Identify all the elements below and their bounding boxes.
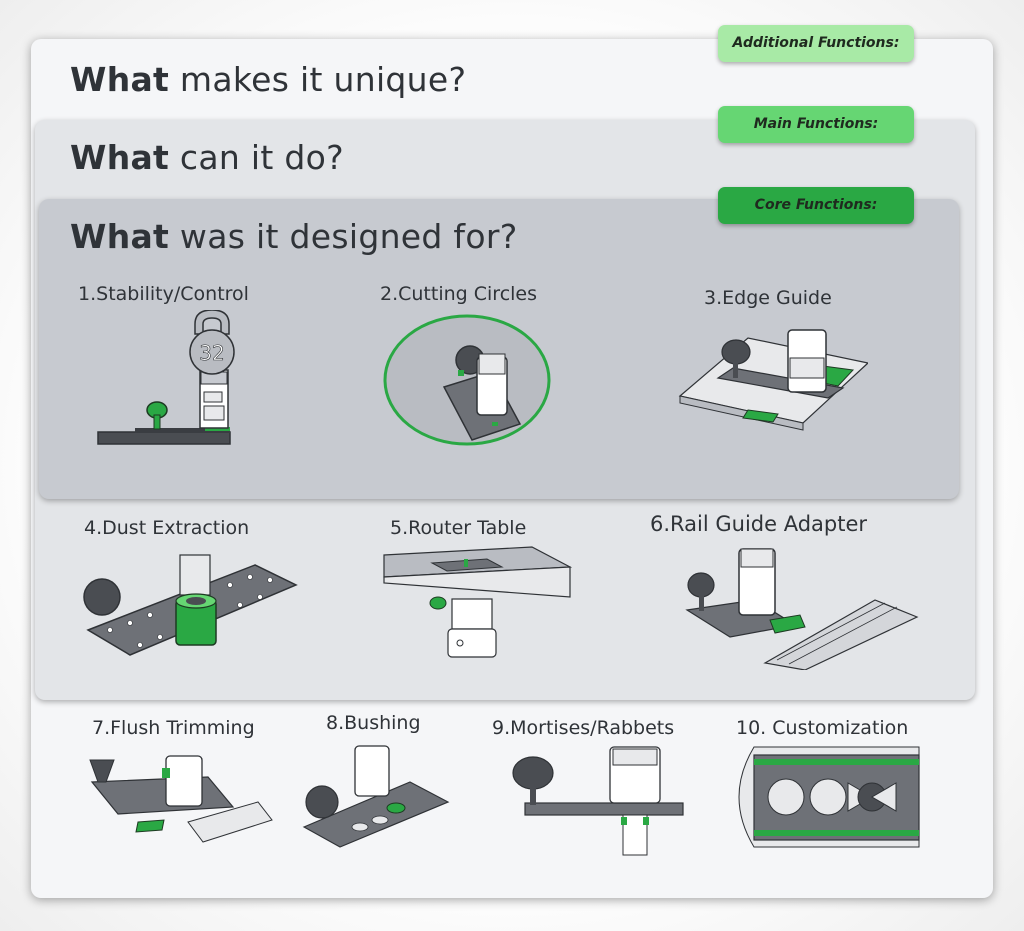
main-item-label-5: 5.Router Table xyxy=(390,517,527,539)
core-item-label-1: 1.Stability/Control xyxy=(78,283,249,305)
heading-designed-for-bold: What xyxy=(70,217,170,256)
heading-can-do: What can it do? xyxy=(70,138,344,177)
customization-icon xyxy=(738,746,920,848)
heading-can-do-bold: What xyxy=(70,138,170,177)
router-table-icon xyxy=(383,546,572,658)
heading-unique-rest: makes it unique? xyxy=(169,60,467,99)
main-functions-badge: Main Functions: xyxy=(718,106,914,143)
dust-extraction-icon xyxy=(83,554,298,656)
heading-unique: What makes it unique? xyxy=(70,60,466,99)
kettlebell-router-icon: 32 xyxy=(97,310,235,445)
core-functions-badge: Core Functions: xyxy=(718,187,914,224)
core-item-label-2: 2.Cutting Circles xyxy=(380,283,538,305)
mortise-icon xyxy=(512,746,684,856)
additional-item-label-8: 8.Bushing xyxy=(326,712,421,734)
rail-guide-icon xyxy=(685,548,919,670)
edge-guide-icon xyxy=(678,329,868,431)
core-item-label-3: 3.Edge Guide xyxy=(704,287,832,309)
kettlebell-weight: 32 xyxy=(199,341,224,365)
additional-item-label-10: 10. Customization xyxy=(736,717,909,739)
flush-trimming-icon xyxy=(89,755,273,843)
main-item-label-6: 6.Rail Guide Adapter xyxy=(650,512,868,536)
heading-unique-bold: What xyxy=(70,60,170,99)
additional-item-label-7: 7.Flush Trimming xyxy=(92,717,255,739)
heading-designed-for-rest: was it designed for? xyxy=(169,217,518,256)
heading-can-do-rest: can it do? xyxy=(169,138,344,177)
main-item-label-4: 4.Dust Extraction xyxy=(84,517,250,539)
additional-functions-badge: Additional Functions: xyxy=(718,25,914,62)
circle-cutting-icon xyxy=(383,314,551,446)
additional-item-label-9: 9.Mortises/Rabbets xyxy=(492,717,675,739)
bushing-icon xyxy=(302,745,450,848)
heading-designed-for: What was it designed for? xyxy=(70,217,518,256)
